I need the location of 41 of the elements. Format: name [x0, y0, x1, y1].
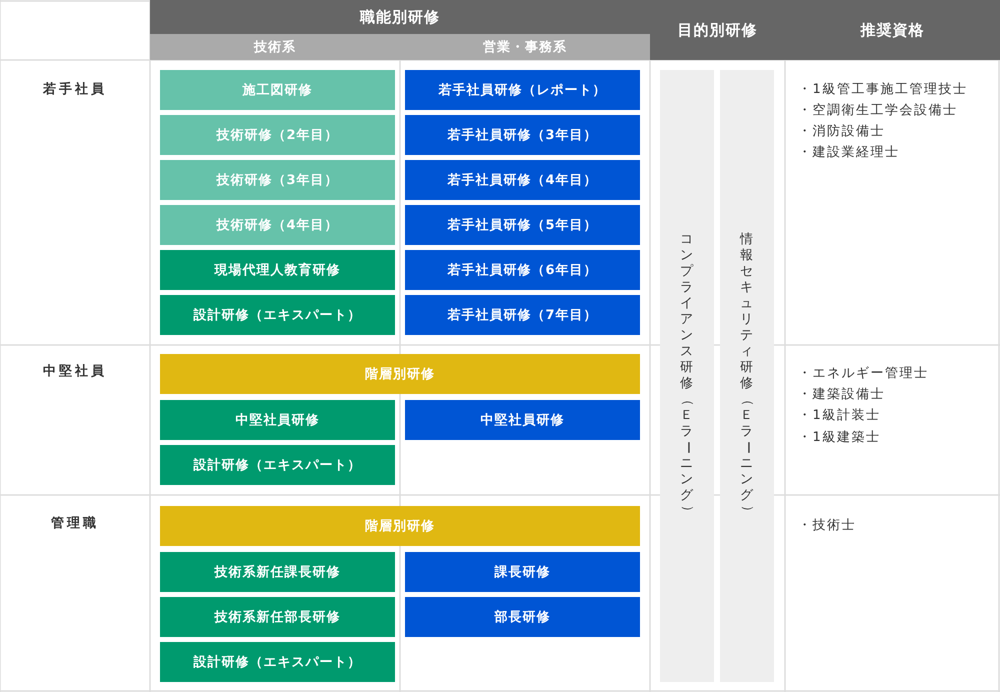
- qualification-item: ・建設業経理士: [798, 144, 900, 161]
- row-label: 若手社員: [42, 80, 108, 98]
- course-box: 部長研修: [405, 597, 640, 637]
- qualification-item: ・空調衛生工学会設備士: [798, 102, 958, 119]
- course-box: 技術系新任課長研修: [160, 552, 395, 592]
- course-box: 若手社員研修（レポート）: [405, 70, 640, 110]
- course-box: 若手社員研修（4年目）: [405, 160, 640, 200]
- qualification-item: ・消防設備士: [798, 123, 885, 140]
- column-subheader: 営業・事務系: [400, 34, 650, 60]
- course-box: 技術系新任部長研修: [160, 597, 395, 637]
- column-header: 職能別研修: [150, 0, 650, 34]
- course-box: 若手社員研修（3年目）: [405, 115, 640, 155]
- qualification-item: ・1級建築士: [798, 429, 880, 446]
- course-box: 若手社員研修（6年目）: [405, 250, 640, 290]
- course-box: 設計研修（エキスパート）: [160, 295, 395, 335]
- qualification-item: ・建築設備士: [798, 386, 885, 403]
- course-box: 技術研修（2年目）: [160, 115, 395, 155]
- qualification-item: ・技術士: [798, 517, 856, 534]
- column-header: 目的別研修: [650, 0, 785, 60]
- course-banner: 階層別研修: [160, 506, 640, 546]
- course-bar: 情報セキュリティ研修（Ｅラーニング）: [720, 70, 774, 682]
- course-box: 中堅社員研修: [160, 400, 395, 440]
- course-box: 設計研修（エキスパート）: [160, 445, 395, 485]
- course-bar: コンプライアンス研修（Ｅラーニング）: [660, 70, 714, 682]
- column-subheader: 技術系: [150, 34, 400, 60]
- course-box: 課長研修: [405, 552, 640, 592]
- course-box: 若手社員研修（5年目）: [405, 205, 640, 245]
- course-box: 設計研修（エキスパート）: [160, 642, 395, 682]
- course-box: 中堅社員研修: [405, 400, 640, 440]
- qualification-item: ・1級管工事施工管理技士: [798, 81, 968, 98]
- qualification-item: ・エネルギー管理士: [798, 365, 928, 382]
- course-box: 技術研修（4年目）: [160, 205, 395, 245]
- course-box: 現場代理人教育研修: [160, 250, 395, 290]
- row-label: 中堅社員: [42, 363, 108, 380]
- row-label: 管理職: [50, 514, 100, 532]
- qualification-item: ・1級計装士: [798, 407, 880, 424]
- course-banner: 階層別研修: [160, 354, 640, 394]
- column-header: 推奨資格: [785, 0, 1000, 60]
- course-box: 施工図研修: [160, 70, 395, 110]
- course-box: 若手社員研修（7年目）: [405, 295, 640, 335]
- course-box: 技術研修（3年目）: [160, 160, 395, 200]
